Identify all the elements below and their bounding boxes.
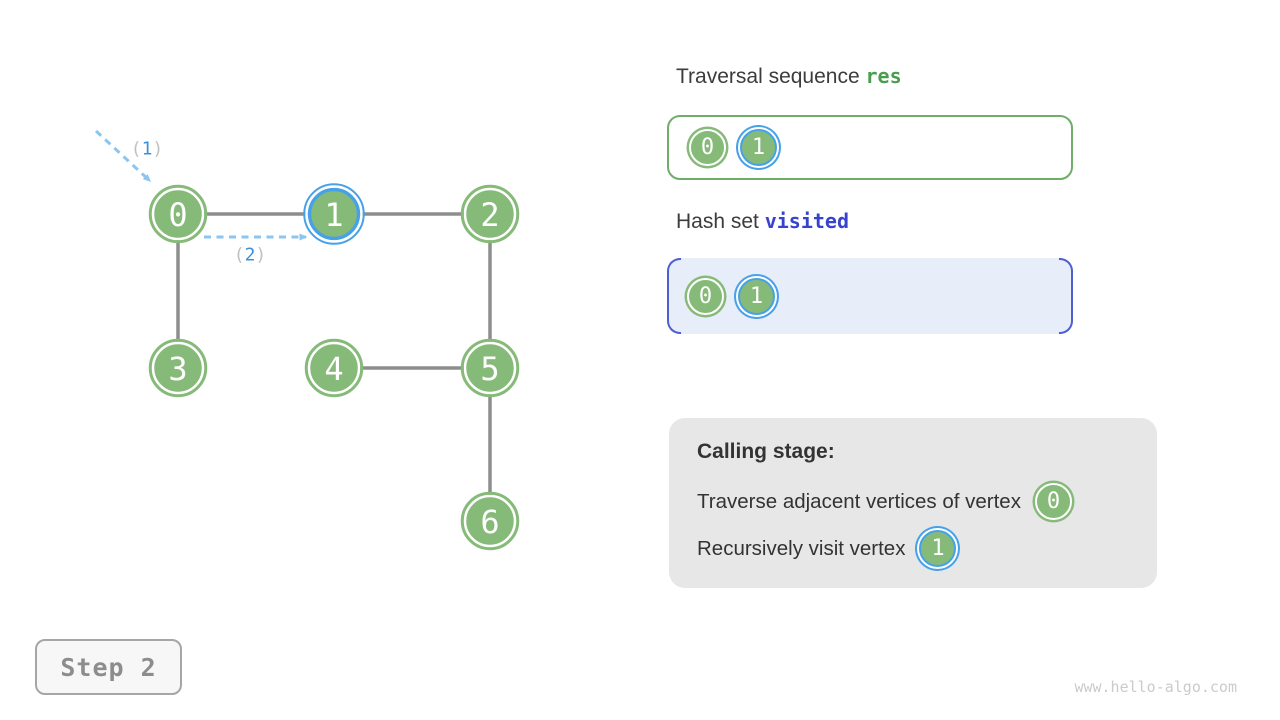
calling-stage-line-1-text: Traverse adjacent vertices of vertex (697, 489, 1021, 513)
vertex-badge-0: 0 (687, 277, 724, 315)
graph-node-label-6: 6 (480, 503, 499, 541)
graph-node-label-3: 3 (168, 350, 187, 388)
vertex-badge-1: 1 (919, 530, 957, 567)
dfs-arrows (94, 129, 308, 241)
graph-node-4: 4 (304, 338, 364, 398)
res-code-label: res (865, 64, 902, 88)
calling-stage-title: Calling stage: (697, 440, 835, 463)
graph-node-6: 6 (460, 491, 520, 551)
graph-node-label-0: 0 (168, 196, 187, 234)
watermark-text: www.hello-algo.com (1074, 678, 1237, 696)
calling-stage-line-1: Traverse adjacent vertices of vertex 0 (697, 478, 1129, 525)
calling-stage-line-2-text: Recursively visit vertex (697, 536, 906, 560)
vertex-badge-0: 0 (689, 129, 726, 166)
hash-set-title-text: Hash set (676, 210, 765, 233)
arrow-label-1: (1) (130, 138, 164, 160)
graph-node-label-1: 1 (324, 196, 343, 234)
graph-node-1: 1 (303, 183, 365, 245)
graph-node-5: 5 (460, 338, 520, 398)
vertex-badge-0: 0 (1034, 483, 1072, 520)
graph-nodes: 0 1 2 3 4 5 6 (148, 183, 520, 551)
traversal-sequence-title: Traversal sequence res (676, 64, 902, 89)
calling-stage-line-2: Recursively visit vertex 1 (697, 525, 1129, 572)
graph-node-label-4: 4 (324, 350, 343, 388)
traversal-sequence-title-text: Traversal sequence (676, 65, 866, 88)
graph-node-label-2: 2 (480, 196, 499, 234)
visited-code-label: visited (764, 209, 850, 233)
calling-stage-box: Calling stage: Traverse adjacent vertice… (669, 418, 1157, 588)
graph-node-label-5: 5 (480, 350, 499, 388)
vertex-badge-1: 1 (740, 129, 777, 166)
graph: 0 1 2 3 4 5 6 (94, 129, 520, 551)
vertex-badge-1: 1 (738, 277, 775, 315)
step-indicator: Step 2 (35, 639, 182, 695)
graph-node-3: 3 (148, 338, 208, 398)
graph-node-0: 0 (148, 184, 208, 244)
hash-set-left-bracket (667, 258, 681, 334)
graph-node-2: 2 (460, 184, 520, 244)
arrow-label-2: (2) (233, 244, 267, 266)
hash-set-right-bracket (1059, 258, 1073, 334)
hash-set-title: Hash set visited (676, 209, 849, 234)
